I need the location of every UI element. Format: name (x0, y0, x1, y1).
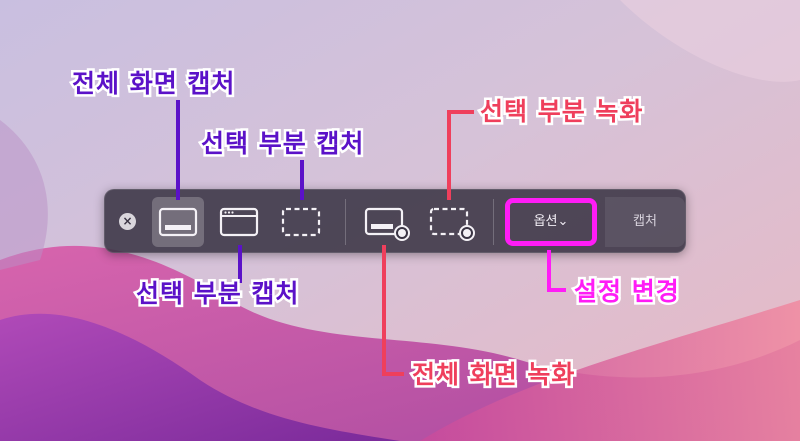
annotation-window-capture: 선택 부분 캡처 (133, 277, 300, 311)
screen-capture-icon (158, 207, 198, 237)
annotation-selected-portion-record: 선택 부분 녹화 (477, 95, 644, 129)
record-entire-screen-button[interactable] (359, 197, 415, 247)
record-selected-portion-button[interactable] (424, 197, 480, 247)
capture-selected-portion-button[interactable] (275, 197, 327, 247)
annotation-full-screen-capture: 전체 화면 캡처 (69, 67, 236, 101)
toolbar-separator (493, 199, 494, 245)
window-capture-icon (219, 207, 259, 237)
screen-record-icon (364, 207, 410, 241)
close-icon[interactable]: × (119, 213, 136, 230)
annotation-selected-portion-capture: 선택 부분 캡처 (198, 127, 365, 161)
annotation-settings-change: 설정 변경 (572, 275, 682, 309)
screenshot-toolbar: × (104, 189, 686, 253)
capture-window-button[interactable] (213, 197, 265, 247)
options-button[interactable]: 옵션⌄ (505, 198, 597, 246)
portion-capture-icon (281, 207, 321, 237)
capture-button[interactable]: 캡처 (605, 197, 685, 247)
toolbar-separator (345, 199, 346, 245)
portion-record-icon (429, 207, 475, 241)
annotation-full-screen-record: 전체 화면 녹화 (409, 358, 576, 392)
capture-entire-screen-button[interactable] (152, 197, 204, 247)
